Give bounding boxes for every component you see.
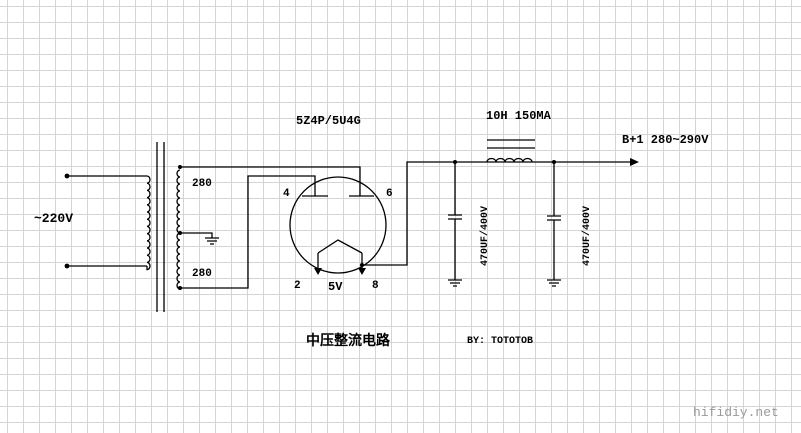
junction-secondary-bottom bbox=[178, 286, 182, 290]
capacitor-2 bbox=[547, 162, 561, 280]
capacitor-2-label: 470UF/400V bbox=[581, 206, 593, 266]
cathode-output-wire bbox=[362, 161, 630, 266]
junction-secondary-top bbox=[178, 165, 182, 169]
junction-cap-1 bbox=[453, 160, 457, 164]
watermark: hifidiy.net bbox=[693, 405, 779, 420]
center-tap-wire bbox=[180, 232, 213, 238]
output-arrow bbox=[630, 158, 639, 166]
ground-symbol-cap-1 bbox=[448, 279, 462, 287]
arrow-pin-2 bbox=[314, 268, 322, 275]
output-voltage-label: B+1 280~290V bbox=[622, 133, 709, 147]
primary-winding bbox=[146, 175, 151, 271]
diagram-title: 中压整流电路 bbox=[306, 332, 391, 349]
tube-type-label: 5Z4P/5U4G bbox=[296, 114, 361, 128]
filament-voltage-label: 5V bbox=[328, 280, 343, 294]
junction-cap-2 bbox=[552, 160, 556, 164]
pin-4-label: 4 bbox=[283, 188, 290, 200]
ground-symbol-transformer bbox=[205, 237, 219, 245]
pin-6-label: 6 bbox=[386, 188, 393, 200]
winding-lower-label: 280 bbox=[192, 268, 212, 280]
rectifier-tube-envelope bbox=[289, 176, 387, 274]
secondary-winding bbox=[176, 169, 181, 290]
capacitor-1 bbox=[448, 162, 462, 280]
tube-filament bbox=[317, 239, 363, 254]
capacitor-1-label: 470UF/400V bbox=[479, 206, 491, 266]
winding-upper-label: 280 bbox=[192, 178, 212, 190]
choke-coil bbox=[486, 157, 533, 163]
arrow-pin-8 bbox=[358, 268, 366, 275]
choke-spec-label: 10H 150MA bbox=[486, 109, 552, 123]
terminal-mains-top bbox=[64, 173, 70, 179]
pin-2-label: 2 bbox=[294, 280, 301, 292]
pin-8-label: 8 bbox=[372, 280, 379, 292]
terminal-mains-bottom bbox=[64, 263, 70, 269]
ground-symbol-cap-2 bbox=[547, 279, 561, 287]
author-credit: BY: TOTOTOB bbox=[467, 336, 533, 347]
plate-wire-pin6 bbox=[180, 166, 361, 196]
junction-cathode bbox=[360, 263, 364, 267]
junction-center-tap bbox=[178, 231, 182, 235]
mains-voltage-label: ~220V bbox=[34, 211, 73, 226]
